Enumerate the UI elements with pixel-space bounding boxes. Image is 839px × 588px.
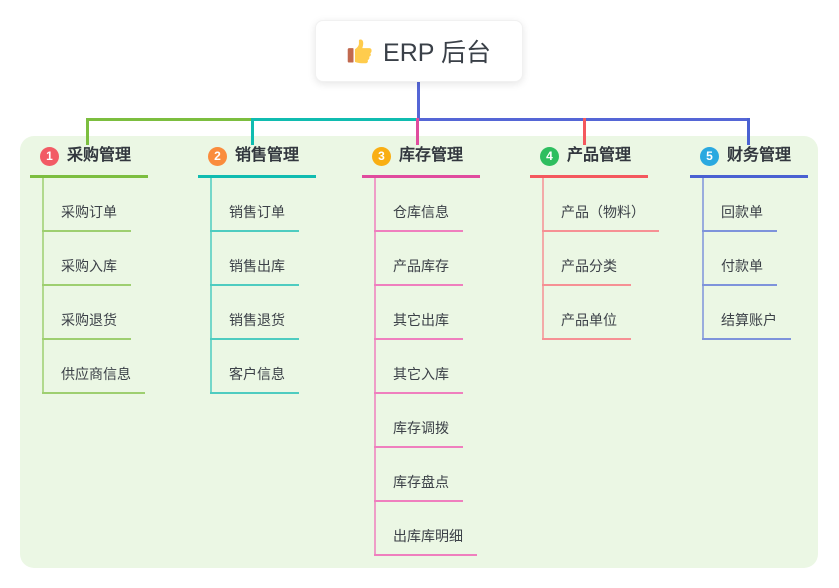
branch-child-connector (702, 178, 704, 340)
branch-child-connector (542, 178, 544, 340)
branch-label: 库存管理 (399, 147, 464, 164)
drop-line-product (583, 118, 586, 145)
root-connector-line (417, 82, 420, 118)
child-node[interactable]: 库存调拨 (374, 418, 463, 448)
branch-node-sales[interactable]: 2 销售管理 (198, 145, 316, 178)
child-node[interactable]: 销售订单 (210, 202, 299, 232)
branch-node-inventory[interactable]: 3 库存管理 (362, 145, 480, 178)
child-node[interactable]: 客户信息 (210, 364, 299, 394)
branch-badge: 3 (372, 146, 391, 166)
child-node[interactable]: 采购退货 (42, 310, 131, 340)
child-node[interactable]: 采购订单 (42, 202, 131, 232)
child-node[interactable]: 产品分类 (542, 256, 631, 286)
branch-product: 4 产品管理 产品（物料） 产品分类 产品单位 (530, 145, 659, 340)
branch-child-connector (210, 178, 212, 394)
child-node[interactable]: 仓库信息 (374, 202, 463, 232)
child-node[interactable]: 销售出库 (210, 256, 299, 286)
branch-badge: 1 (40, 146, 59, 166)
child-node[interactable]: 产品单位 (542, 310, 631, 340)
branch-badge: 4 (540, 146, 559, 166)
branch-label: 财务管理 (727, 147, 792, 164)
spine-segment-green (86, 118, 253, 121)
child-node[interactable]: 产品（物料） (542, 202, 659, 232)
thumbs-up-icon (347, 38, 373, 64)
spine-segment-teal (252, 118, 418, 121)
branch-finance: 5 财务管理 回款单 付款单 结算账户 (690, 145, 808, 340)
child-node[interactable]: 付款单 (702, 256, 777, 286)
child-node[interactable]: 库存盘点 (374, 472, 463, 502)
branch-child-connector (374, 178, 376, 556)
child-node[interactable]: 其它入库 (374, 364, 463, 394)
branch-node-purchase[interactable]: 1 采购管理 (30, 145, 148, 178)
child-node[interactable]: 供应商信息 (42, 364, 145, 394)
branch-purchase: 1 采购管理 采购订单 采购入库 采购退货 供应商信息 (30, 145, 148, 394)
drop-line-inventory (416, 118, 419, 145)
child-node[interactable]: 出库库明细 (374, 526, 477, 556)
drop-line-sales (251, 118, 254, 145)
branch-node-product[interactable]: 4 产品管理 (530, 145, 648, 178)
child-node[interactable]: 结算账户 (702, 310, 791, 340)
child-node[interactable]: 销售退货 (210, 310, 299, 340)
child-node[interactable]: 其它出库 (374, 310, 463, 340)
root-node-erp[interactable]: ERP 后台 (315, 20, 523, 82)
drop-line-purchase (86, 118, 89, 145)
branch-node-finance[interactable]: 5 财务管理 (690, 145, 808, 178)
branch-sales: 2 销售管理 销售订单 销售出库 销售退货 客户信息 (198, 145, 316, 394)
branch-badge: 5 (700, 146, 719, 166)
child-node[interactable]: 回款单 (702, 202, 777, 232)
child-node[interactable]: 产品库存 (374, 256, 463, 286)
branch-child-connector (42, 178, 44, 394)
child-node[interactable]: 采购入库 (42, 256, 131, 286)
branch-label: 采购管理 (67, 147, 132, 164)
root-title: ERP 后台 (383, 39, 491, 67)
branch-label: 销售管理 (235, 147, 300, 164)
drop-line-finance (747, 118, 750, 145)
branches-panel (20, 136, 818, 568)
branch-label: 产品管理 (567, 147, 632, 164)
branch-inventory: 3 库存管理 仓库信息 产品库存 其它出库 其它入库 库存调拨 库存盘点 出库库… (362, 145, 480, 556)
branch-badge: 2 (208, 146, 227, 166)
